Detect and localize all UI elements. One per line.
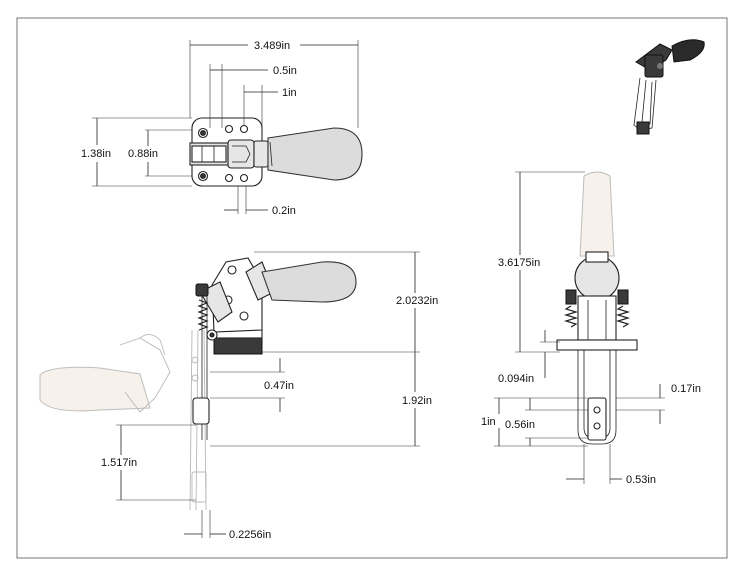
dim-rod-diameter: 0.2256in	[229, 529, 271, 541]
dim-hook-thickness: 0.17in	[671, 383, 701, 395]
side-view	[39, 257, 357, 511]
dim-plate-thickness: 0.094in	[498, 373, 534, 385]
sheet-border	[16, 17, 728, 559]
dim-height-inner: 0.88in	[128, 148, 158, 160]
dim-overall-length: 3.489in	[254, 40, 290, 52]
top-view	[189, 117, 363, 187]
dim-stroke-depth: 1.92in	[402, 395, 432, 407]
dim-slot-offset: 1in	[282, 87, 297, 99]
side-view-dims: 2.0232in 1.92in 0.47in 1.517in 0.2256in	[101, 251, 438, 541]
front-view-dims: 3.6175in 0.094in 0.17in 1in 0.56in 0.53i…	[481, 171, 701, 486]
iso-thumbnail	[633, 39, 705, 135]
dim-height-outer: 1.38in	[81, 148, 111, 160]
dim-handle-height: 2.0232in	[396, 295, 438, 307]
dim-loop-height: 1in	[481, 416, 496, 428]
top-view-dims: 3.489in 0.5in 1in 1.38in 0.88in 0.2in	[81, 40, 359, 217]
dim-loop-inner: 0.56in	[505, 419, 535, 431]
dim-loop-width: 0.53in	[626, 474, 656, 486]
dim-hook-offset: 0.47in	[264, 380, 294, 392]
front-view	[556, 171, 638, 445]
dim-bolt-spacing: 0.5in	[273, 65, 297, 77]
dim-open-travel: 1.517in	[101, 457, 137, 469]
dim-small-width: 0.2in	[272, 205, 296, 217]
dim-total-height: 3.6175in	[498, 257, 540, 269]
